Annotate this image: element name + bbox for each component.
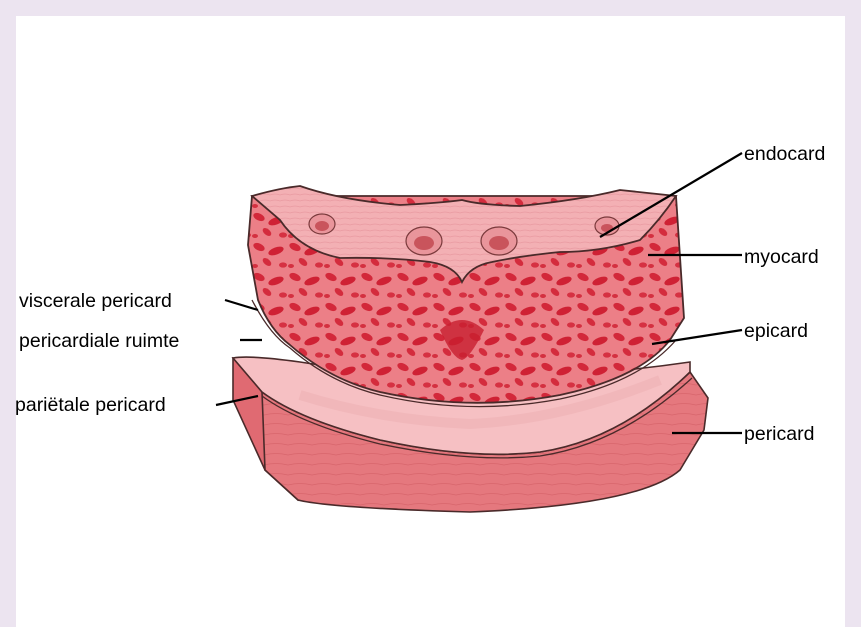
label-parietal-pericard: pariëtale pericard bbox=[15, 394, 166, 416]
label-pericardial-space: pericardiale ruimte bbox=[19, 330, 179, 352]
label-endocard: endocard bbox=[744, 143, 825, 165]
label-visceral-pericard: viscerale pericard bbox=[19, 290, 172, 312]
label-pericard: pericard bbox=[744, 423, 814, 445]
label-epicard: epicard bbox=[744, 320, 808, 342]
label-myocard: myocard bbox=[744, 246, 819, 268]
